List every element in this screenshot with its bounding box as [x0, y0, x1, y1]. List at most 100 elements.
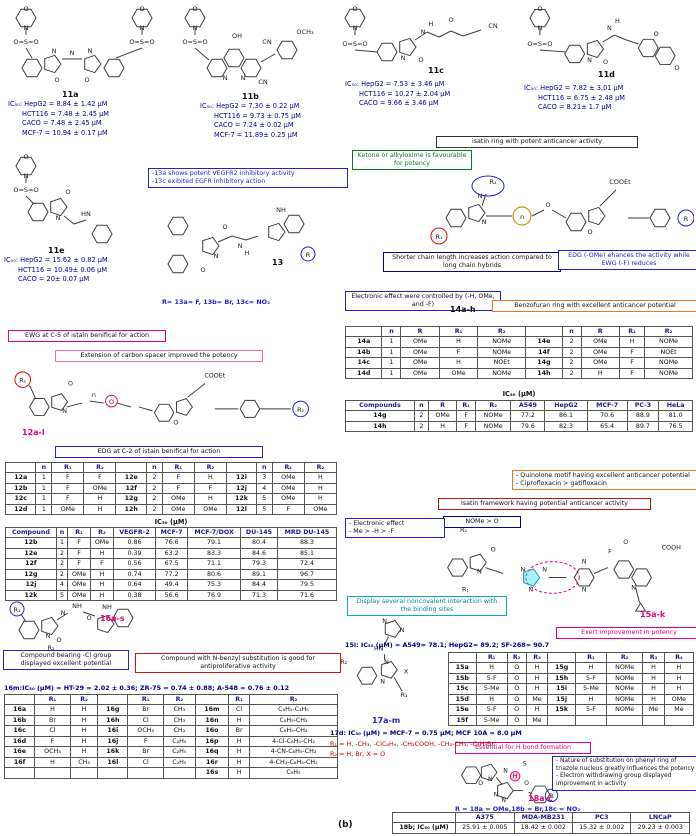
svg-text:O: O	[109, 399, 114, 406]
svg-text:N: N	[401, 54, 406, 62]
svg-text:O: O	[675, 64, 680, 72]
svg-text:O: O	[524, 780, 529, 787]
compound-label-11a: 11a	[62, 90, 79, 99]
svg-text:O: O	[84, 76, 89, 84]
svg-text:N: N	[482, 218, 487, 226]
ic50-11c: IC₅₀: HepG2 = 7.53 ± 3.46 μM HCT116 = 10…	[345, 80, 451, 108]
annotation-14-isatin: isatin ring with potent anticancer activ…	[436, 136, 638, 149]
svg-text:R₂: R₂	[340, 659, 347, 666]
svg-text:N: N	[24, 24, 29, 32]
svg-text:O: O	[68, 381, 73, 388]
annotation-18-hbond: Essential for H bond formation	[455, 742, 591, 755]
svg-text:R₂: R₂	[460, 526, 467, 534]
svg-text:N: N	[631, 583, 636, 591]
annotation-15-isatin: Isatin framework having potential antica…	[438, 498, 651, 511]
svg-text:N: N	[587, 56, 592, 64]
svg-text:N: N	[503, 767, 508, 774]
svg-text:R₂: R₂	[297, 407, 304, 414]
svg-text:H: H	[513, 773, 518, 780]
svg-text:O: O	[587, 228, 592, 236]
svg-text:N: N	[607, 24, 612, 32]
annotation-14-benzofuran: Benzofuran ring with excellent anticance…	[492, 300, 696, 313]
svg-text:N: N	[140, 24, 145, 32]
r-groups-13: R= 13a= F, 13b= Br, 13c= NO₂	[162, 298, 270, 306]
svg-text:COOEt: COOEt	[204, 373, 225, 380]
svg-text:N: N	[70, 49, 75, 57]
svg-text:N: N	[61, 609, 66, 617]
svg-text:O: O	[448, 16, 453, 24]
svg-text:N: N	[52, 47, 57, 55]
svg-text:N: N	[380, 678, 385, 685]
svg-text:O: O	[86, 614, 91, 622]
svg-text:O: O	[54, 76, 59, 84]
svg-text:O: O	[23, 153, 28, 161]
figure-caption: (b)	[338, 820, 353, 830]
svg-text:NH: NH	[102, 603, 112, 611]
svg-text:N: N	[542, 566, 547, 574]
svg-text:R₁: R₁	[19, 378, 26, 385]
svg-text:N: N	[421, 28, 426, 36]
svg-text:N: N	[477, 567, 482, 575]
svg-text:O: O	[491, 546, 496, 554]
svg-text:N: N	[56, 214, 61, 222]
svg-text:R: R	[306, 251, 311, 259]
svg-text:N: N	[193, 24, 198, 32]
svg-text:O: O	[56, 636, 61, 644]
svg-text:N: N	[384, 659, 389, 666]
svg-text:CN: CN	[262, 38, 272, 46]
annotation-12-ewg: EWG at C-5 of istain benifical for actio…	[8, 330, 166, 343]
svg-text:N: N	[582, 558, 587, 566]
compound-label-13: 13	[272, 258, 284, 267]
svg-text:N: N	[494, 791, 499, 798]
svg-text:N: N	[353, 24, 358, 32]
svg-text:O: O	[418, 56, 423, 64]
svg-text:N: N	[88, 47, 93, 55]
svg-text:N: N	[501, 797, 506, 804]
svg-text:N: N	[520, 566, 525, 574]
ic50-11e: IC₅₀: HepG2 = 15.62 ± 0.82 μM HCT116 = 1…	[4, 256, 108, 284]
svg-text:O=S=O: O=S=O	[129, 38, 154, 46]
svg-text:O: O	[623, 538, 628, 546]
annotation-15-quinolone: - Quinolone motif having excellent antic…	[512, 470, 696, 491]
annotation-13-activity: -13a shows potent VEGFR2 inhibitory acti…	[148, 168, 348, 189]
svg-text:COOH: COOH	[662, 544, 682, 552]
svg-text:R₁: R₁	[401, 692, 408, 699]
svg-text:N: N	[24, 172, 29, 180]
svg-text:R: R	[684, 215, 689, 223]
annotation-15-exert: Exert improvement in potency	[556, 627, 696, 640]
compound-label-11d: 11d	[598, 70, 615, 79]
svg-text:O: O	[139, 5, 144, 13]
annotation-12-edg: EDG at C-2 of istain benifical for actio…	[55, 446, 263, 459]
annotation-14-chain: Shorter chain length increases action co…	[383, 252, 561, 273]
compound-label-14a-h: 14a-h	[450, 305, 476, 314]
svg-text:H: H	[429, 20, 434, 28]
annotation-16-cl: Compound bearing -Cl group displayed exc…	[3, 650, 129, 671]
svg-text:N: N	[582, 585, 587, 593]
svg-text:F: F	[608, 548, 612, 556]
svg-text:R: R	[549, 793, 554, 800]
svg-text:X: X	[404, 669, 409, 676]
svg-text:HN: HN	[81, 210, 91, 218]
compound-label-15a-k: 15a-k	[640, 610, 666, 619]
compound-label-18a-c: 18a-c	[528, 794, 553, 803]
ic50-11b: IC₅₀: HepG2 = 7.30 ± 0.22 μM HCT116 = 9.…	[200, 102, 301, 139]
svg-text:HN: HN	[374, 645, 384, 652]
svg-text:N: N	[62, 408, 67, 415]
svg-text:n: n	[520, 213, 524, 221]
svg-text:H: H	[615, 17, 620, 25]
annotation-14-electronic: Electronic effect were controlled by (-H…	[345, 291, 501, 312]
svg-text:N: N	[241, 74, 246, 82]
